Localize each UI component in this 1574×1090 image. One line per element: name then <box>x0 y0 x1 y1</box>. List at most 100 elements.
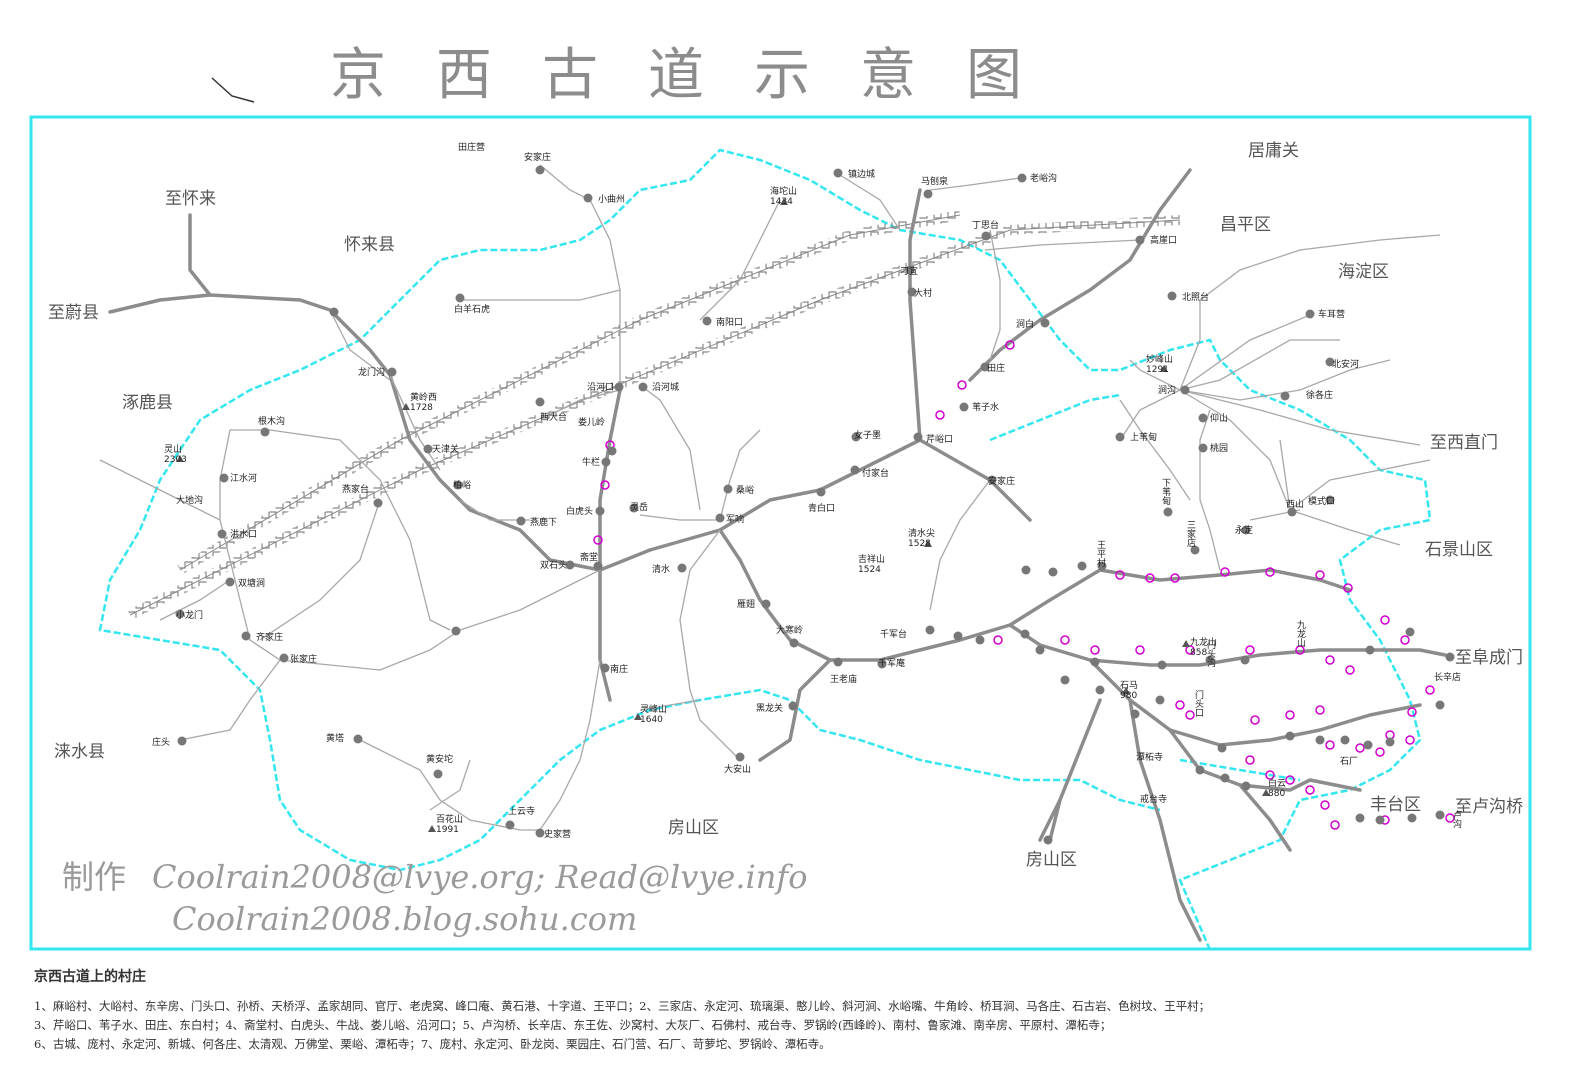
village-label: 清水 <box>652 563 670 575</box>
village-label: 马刨泉 <box>921 175 948 187</box>
village-dots <box>175 165 1455 845</box>
village-label: 大地沟 <box>176 494 203 506</box>
village-label: 下苇甸 <box>1160 478 1171 506</box>
village-label: 石厂 <box>1340 756 1358 767</box>
credit-lead: 制作 <box>62 858 127 896</box>
map-title: 京西古道示意图 <box>330 43 1072 108</box>
village-label: 上云寺 <box>508 806 535 817</box>
village-label: 丁思台 <box>972 219 999 231</box>
destination-yuxian: 至蔚县 <box>48 303 99 323</box>
village-label: 江水河 <box>230 472 257 484</box>
village-label: 戒台寺 <box>1140 793 1167 805</box>
village-label: 小龙门 <box>176 609 203 621</box>
map-frame <box>29 115 1532 951</box>
village-label: 模式口 <box>1308 495 1335 507</box>
village-label: 王平村 <box>1095 540 1106 567</box>
village-label: 北安河 <box>1332 358 1359 370</box>
village-label: 千军庵 <box>878 657 905 669</box>
village-label: 灵岳 <box>630 501 648 513</box>
village-label: 白虎头 <box>566 505 593 517</box>
legend: 京西古道上的村庄 1、麻峪村、大峪村、东辛房、门头口、孙桥、天桥浮、孟家胡同、官… <box>34 966 1544 1055</box>
destination-lugouqiao: 至卢沟桥 <box>1455 797 1523 817</box>
route-markers <box>593 340 1455 830</box>
village-label: 桃园 <box>1210 442 1228 454</box>
village-label: 安家庄 <box>524 151 551 163</box>
village-label: 长辛店 <box>1434 671 1461 683</box>
village-label: 付家台 <box>862 467 889 479</box>
district-label-zhuolu: 涿鹿县 <box>122 393 173 413</box>
village-label: 徐各庄 <box>1306 389 1333 401</box>
village-label: 黑龙关 <box>756 702 783 714</box>
district-labels: 怀来县 涿鹿县 涞水县 昌平区 海淀区 石景山区 丰台区 房山区 房山区 <box>54 215 1493 870</box>
village-label: 双塘涧 <box>238 577 265 589</box>
village-label: 龙门沟 <box>358 366 385 378</box>
village-label: 燕家台 <box>342 483 369 495</box>
village-label: 南庄 <box>610 663 628 675</box>
village-label: 苇子水 <box>972 401 999 413</box>
village-label: 张家庄 <box>290 653 317 665</box>
destination-labels: 至怀来 至蔚县 居庸关 至西直门 至阜成门 至卢沟桥 <box>48 141 1523 817</box>
great-wall <box>127 210 1181 620</box>
village-label: 桑峪 <box>736 485 754 496</box>
village-label: 黄塔 <box>326 732 344 744</box>
village-label: 女子墨 <box>854 429 881 441</box>
village-label: 田庄营 <box>458 141 485 153</box>
district-label-fangshan: 房山区 <box>668 818 719 838</box>
district-label-fangshan-b: 房山区 <box>1026 850 1077 870</box>
village-label: 西大台 <box>540 411 567 423</box>
village-label: 刁宜 <box>900 265 918 277</box>
village-label: 斋堂 <box>580 551 598 563</box>
village-label: 芹峪口 <box>926 434 953 445</box>
legend-line-2: 3、芹峪口、苇子水、田庄、东白村；4、斋堂村、白虎头、牛战、娄儿峪、沿河口；5、… <box>34 1018 1112 1032</box>
district-label-changping: 昌平区 <box>1220 215 1271 235</box>
village-label: 潭柘寺 <box>1136 751 1163 763</box>
destination-xizhimen: 至西直门 <box>1430 433 1498 453</box>
village-label: 北照台 <box>1182 291 1209 303</box>
village-label: 安家庄 <box>988 475 1015 487</box>
village-label: 仰山 <box>1210 412 1228 424</box>
village-labels-vertical: 王平村 下苇甸 三家店 门头口 门头沟 九龙山 卢沟 <box>1095 478 1462 829</box>
district-boundaries <box>98 148 1432 951</box>
legend-heading: 京西古道上的村庄 <box>34 969 146 985</box>
village-label: 涧沟 <box>1158 384 1176 396</box>
village-label: 大安山 <box>724 763 751 775</box>
destination-juyongguan: 居庸关 <box>1248 141 1299 161</box>
village-label: 王老庙 <box>830 673 857 685</box>
village-label: 洪水口 <box>230 528 257 540</box>
village-label: 田庄 <box>987 362 1005 374</box>
village-label: 军响 <box>726 513 744 525</box>
village-label: 沿河口 <box>587 381 614 393</box>
district-label-haidian: 海淀区 <box>1338 262 1389 282</box>
village-label: 涧白 <box>1016 318 1034 330</box>
legend-line-1: 1、麻峪村、大峪村、东辛房、门头口、孙桥、天桥浮、孟家胡同、官厅、老虎窝、峰口庵… <box>34 999 1211 1013</box>
village-label: 娄儿岭 <box>578 416 605 428</box>
village-label: 永定 <box>1235 524 1253 536</box>
district-label-fengtai: 丰台区 <box>1370 795 1421 815</box>
legend-line-3: 6、古城、庞村、永定河、新城、何各庄、太清观、万佛堂、栗峪、潭柘寺；7、庞村、永… <box>34 1037 831 1051</box>
peak-markers <box>176 198 1270 832</box>
credit-emails: Coolrain2008@lvye.org; Read@lvye.info <box>152 858 808 896</box>
village-label: 老峪沟 <box>1030 172 1057 184</box>
village-label: 沿河城 <box>652 381 679 393</box>
village-labels: 田庄营 安家庄 小曲州 镇边城 马刨泉 老峪沟 丁思台 高崖口 北照台 车耳营 … <box>152 141 1461 840</box>
village-label: 史家营 <box>544 828 571 840</box>
district-label-shijingshan: 石景山区 <box>1425 540 1493 560</box>
village-label: 大寒岭 <box>776 624 803 636</box>
destination-huailai: 至怀来 <box>165 189 216 209</box>
village-label: 门头口 <box>1193 689 1204 717</box>
village-label: 西山 <box>1286 499 1304 510</box>
village-label: 庄头 <box>152 736 170 748</box>
credit-line-2: Coolrain2008.blog.sohu.com <box>172 900 638 938</box>
village-label: 小曲州 <box>598 194 625 205</box>
village-label: 三家店 <box>1185 520 1196 548</box>
main-roads <box>108 168 1447 942</box>
village-label: 青白口 <box>808 502 835 514</box>
